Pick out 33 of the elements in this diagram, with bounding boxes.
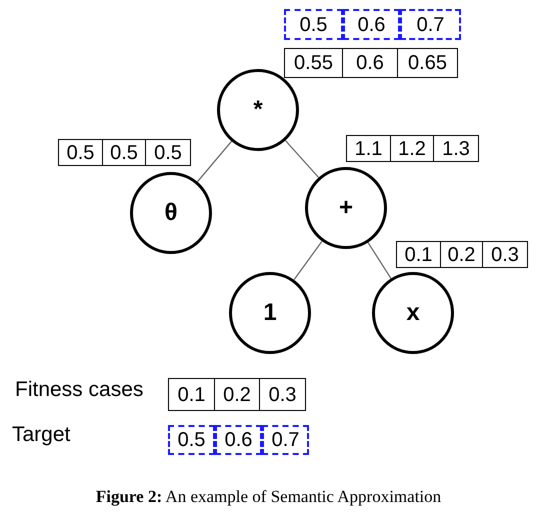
tree-edge xyxy=(294,240,322,280)
tree-edge xyxy=(368,242,392,279)
tree-edge xyxy=(197,140,232,182)
node-symbol: + xyxy=(338,194,353,222)
target-value-cell: 0.6 xyxy=(215,425,262,455)
target-value-cell: 0.5 xyxy=(284,9,343,40)
node-symbol: * xyxy=(253,96,263,124)
row-label: Target xyxy=(12,423,70,447)
value-cell: 0.5 xyxy=(145,139,191,166)
value-cell: 0.5 xyxy=(102,139,146,166)
target-value-cell: 0.6 xyxy=(343,9,400,40)
value-cell: 1.2 xyxy=(390,135,434,162)
value-cell: 0.65 xyxy=(397,48,458,78)
node-symbol: θ xyxy=(164,199,178,227)
value-cell: 0.6 xyxy=(342,48,398,78)
value-cell: 0.5 xyxy=(58,139,103,166)
value-cell: 0.1 xyxy=(396,241,441,268)
value-cell: 0.3 xyxy=(482,241,528,268)
value-cell: 0.55 xyxy=(284,48,343,78)
figure-caption: Figure 2: An example of Semantic Approximation xyxy=(94,487,442,507)
target-value-cell: 0.7 xyxy=(400,9,461,40)
target-value-cell: 0.5 xyxy=(168,425,215,455)
value-cell: 0.2 xyxy=(214,378,260,411)
value-cell: 0.3 xyxy=(259,378,306,411)
value-cell: 1.3 xyxy=(433,135,479,162)
target-value-cell: 0.7 xyxy=(262,425,309,455)
node-symbol: x xyxy=(406,299,420,327)
value-cell: 0.1 xyxy=(168,378,215,411)
row-label: Fitness cases xyxy=(15,378,144,402)
value-cell: 0.2 xyxy=(440,241,484,268)
tree-edge xyxy=(284,140,320,178)
node-symbol: 1 xyxy=(263,299,277,327)
value-cell: 1.1 xyxy=(346,135,391,162)
